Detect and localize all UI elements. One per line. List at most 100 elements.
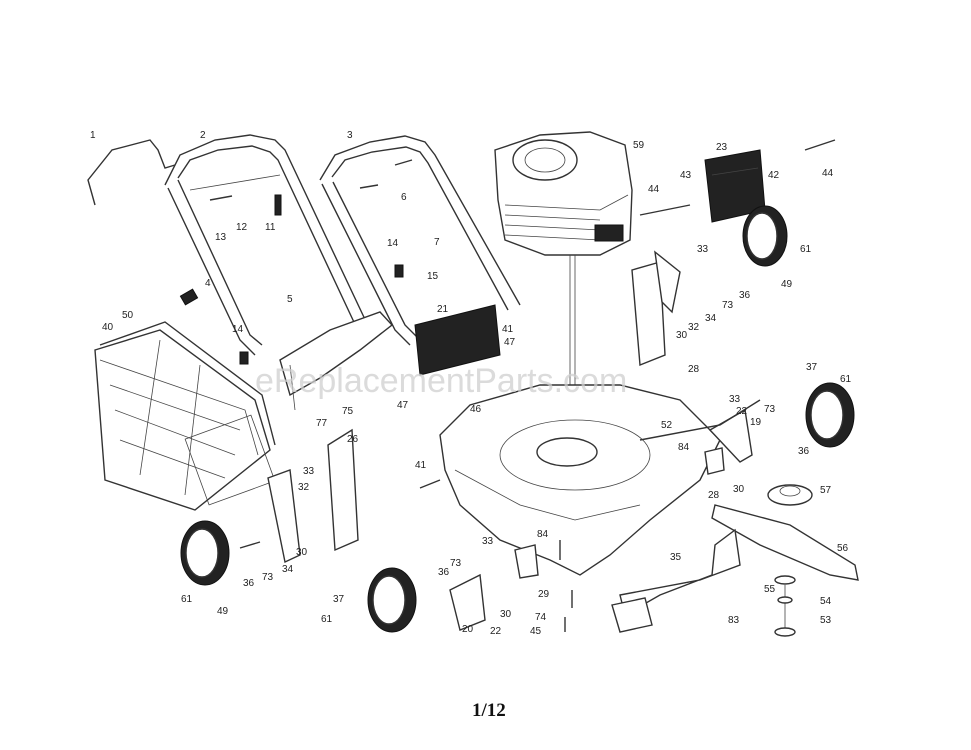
callout-1: 1 [90,130,96,141]
callout-30: 30 [500,609,512,620]
callout-44: 44 [822,168,834,179]
callout-5: 5 [287,294,293,305]
callout-34: 34 [282,564,294,575]
height-adjuster-upper [631,261,666,367]
upper-handle-part-2 [164,134,371,356]
callout-83: 83 [728,615,740,626]
callout-36: 36 [243,578,255,589]
callout-6: 6 [401,192,407,203]
callout-52: 52 [661,420,673,431]
callout-33: 33 [697,244,709,255]
callout-23: 23 [716,142,728,153]
wheel-rear-left-49 [180,520,230,586]
callout-21: 21 [437,304,449,315]
callout-29: 29 [538,589,550,600]
callout-42: 42 [768,170,780,181]
callout-22: 22 [490,626,502,637]
callout-61: 61 [181,594,193,605]
callout-2: 2 [200,130,206,141]
callout-28: 28 [708,490,720,501]
callout-14: 14 [232,324,244,335]
handle-rod-part-1 [87,139,176,206]
callout-73: 73 [450,558,462,569]
rear-rail-part-21 [414,304,501,376]
callout-50: 50 [122,310,134,321]
callout-55: 55 [764,584,776,595]
callout-22: 22 [736,406,748,417]
grass-bag-part-40 [94,329,271,511]
callout-28: 28 [688,364,700,375]
callout-75: 75 [342,406,354,417]
callout-37: 37 [806,362,818,373]
skirt-part-83 [611,528,741,633]
page-number: 1/12 [472,700,506,721]
callout-45: 45 [530,626,542,637]
callout-41: 41 [502,324,514,335]
callout-7: 7 [434,237,440,248]
callout-47: 47 [504,337,516,348]
callout-33: 33 [482,536,494,547]
callout-32: 32 [298,482,310,493]
callout-84: 84 [537,529,549,540]
blade-part-56 [711,504,859,581]
callout-84: 84 [678,442,690,453]
callout-20: 20 [462,624,474,635]
blade-bolt-part-53 [774,575,796,637]
callout-74: 74 [535,612,547,623]
handle-bracket-part-75 [279,311,394,411]
callout-61: 61 [840,374,852,385]
callout-30: 30 [676,330,688,341]
callout-11: 11 [265,222,276,233]
small-hardware [179,139,836,632]
callout-32: 32 [688,322,700,333]
mower-deck-part-52 [439,384,721,576]
callout-36: 36 [438,567,450,578]
callout-61: 61 [321,614,333,625]
callout-44: 44 [648,184,660,195]
callout-3: 3 [347,130,353,141]
callout-56: 56 [837,543,849,554]
callout-33: 33 [303,466,315,477]
callout-43: 43 [680,170,692,181]
wheel-rear-right-49 [742,205,788,267]
engine-part-59 [494,131,633,460]
callout-14: 14 [387,238,399,249]
wheel-front-right-37 [805,382,855,448]
callout-4: 4 [205,278,211,289]
blade-adapter-part-57 [767,484,813,506]
callout-53: 53 [820,615,832,626]
wheel-front-left-37 [367,567,417,633]
callout-61: 61 [800,244,812,255]
callout-77: 77 [316,418,328,429]
callout-73: 73 [764,404,776,415]
height-adjuster-part-26 [327,428,359,552]
callout-30: 30 [733,484,745,495]
callout-37: 37 [333,594,345,605]
callout-34: 34 [705,313,717,324]
callout-41: 41 [415,460,427,471]
callout-36: 36 [739,290,751,301]
callout-15: 15 [427,271,439,282]
callout-35: 35 [670,552,682,563]
callout-49: 49 [781,279,793,290]
callout-47: 47 [397,400,409,411]
callout-30: 30 [296,547,308,558]
callout-73: 73 [262,572,274,583]
grass-bag-frame-part-50 [99,321,276,506]
callout-46: 46 [470,404,482,415]
watermark: eReplacementParts.com [255,362,627,400]
callout-12: 12 [236,222,248,233]
callout-33: 33 [729,394,741,405]
callout-57: 57 [820,485,832,496]
callout-73: 73 [722,300,734,311]
lower-handle-part-3 [319,135,521,346]
callout-19: 19 [750,417,762,428]
callout-labels: 1 2 3 59 23 44 43 42 44 12 13 11 6 7 14 … [90,130,852,637]
callout-36: 36 [798,446,810,457]
callout-13: 13 [215,232,227,243]
callout-49: 49 [217,606,229,617]
callout-54: 54 [820,596,832,607]
callout-59: 59 [633,140,645,151]
callout-40: 40 [102,322,114,333]
